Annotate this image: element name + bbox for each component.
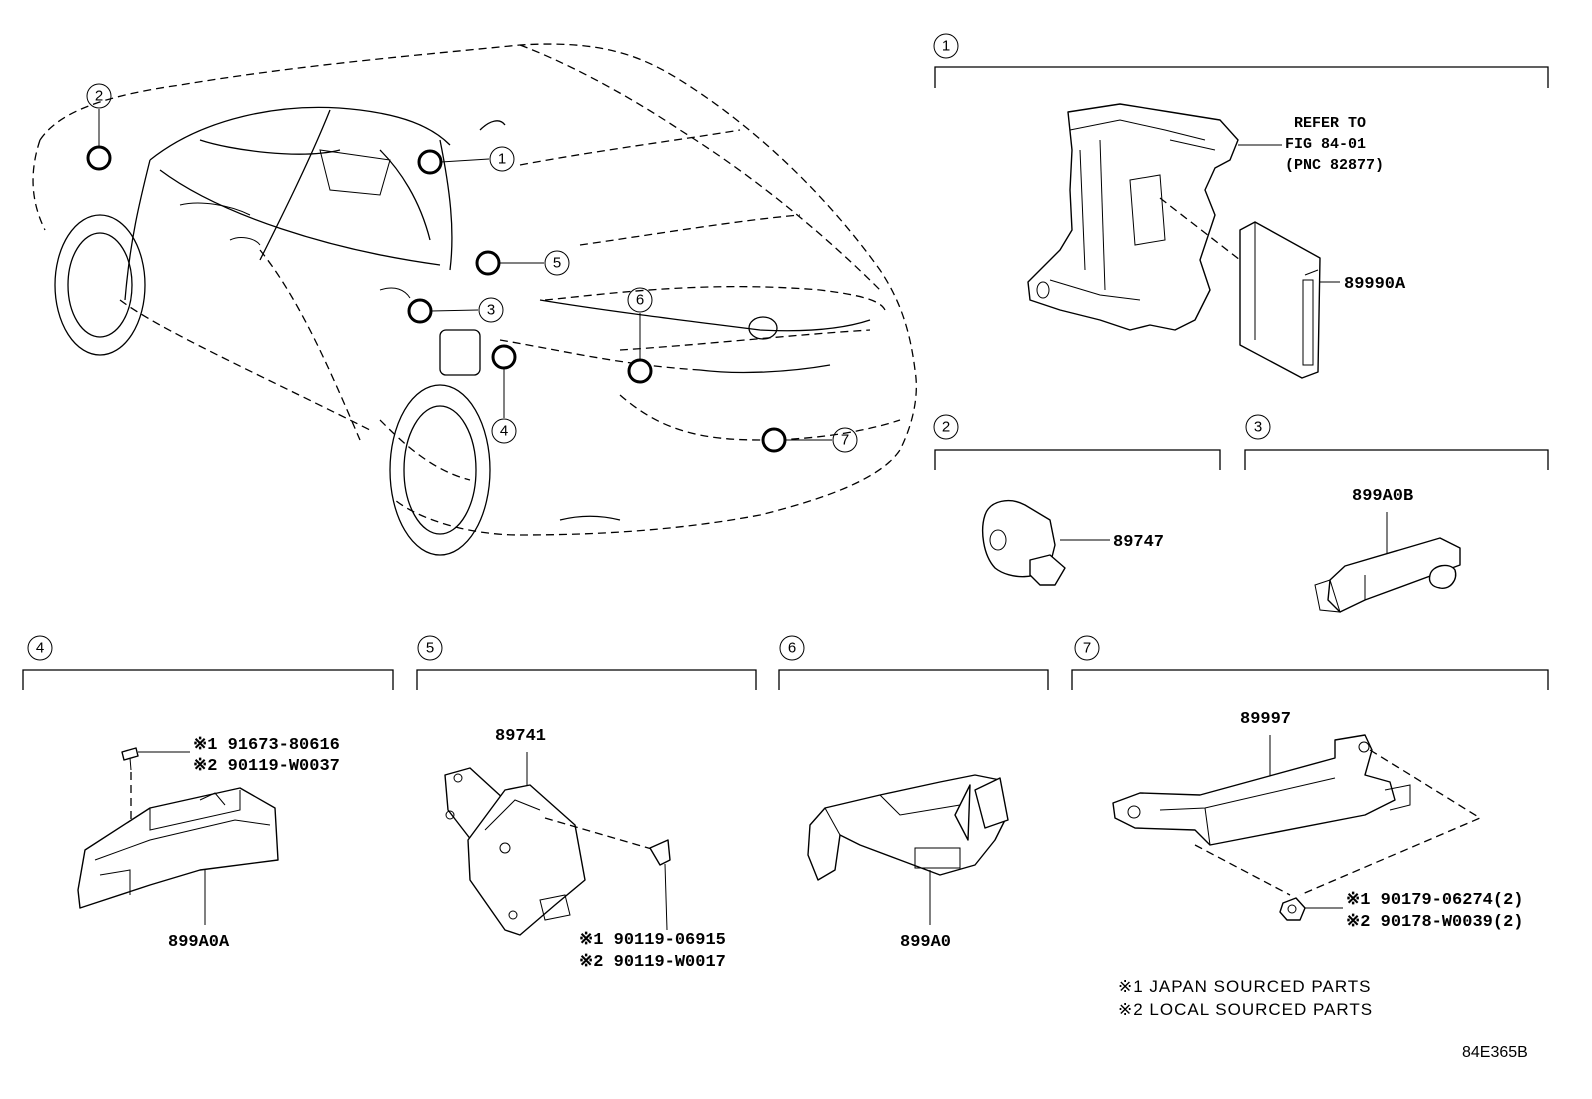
- figure-code: 84E365B: [1462, 1044, 1528, 1061]
- callout-number: 6: [636, 292, 644, 309]
- callout-bubble: [491, 418, 517, 444]
- part-number-899a0b: 899A0B: [1352, 487, 1413, 506]
- part-number-899a0a: 899A0A: [168, 933, 230, 952]
- callout-number: 2: [95, 88, 103, 105]
- antenna-899a0b: [1327, 537, 1461, 613]
- section-number: 7: [1083, 640, 1091, 657]
- callout-bubble: [489, 146, 515, 172]
- location-marker-1: [417, 149, 443, 175]
- refer-text-line2: FIG 84-01: [1285, 136, 1366, 153]
- callout-number: 1: [498, 151, 506, 168]
- section-number: 5: [426, 640, 434, 657]
- part-number-89747: 89747: [1113, 533, 1164, 552]
- location-marker-5: [475, 250, 501, 276]
- module-899a0a: [77, 787, 279, 909]
- section-number: 6: [788, 640, 796, 657]
- refer-text-line3: (PNC 82877): [1285, 157, 1384, 174]
- callout-number: 5: [553, 255, 561, 272]
- section-5: 5 89741 ※1 90119-06915 ※2 90119-W0017: [416, 635, 757, 972]
- section-6: 6 899A0: [778, 635, 1049, 952]
- section-7: 7 89997 ※1 90179-06274(2) ※2 90178-W0039…: [1071, 635, 1549, 932]
- location-marker-2: [86, 145, 112, 171]
- nut-icon: [1279, 897, 1306, 921]
- section-1: 1 REFER TO FIG 84-01 (PNC 82877) 89990A: [933, 33, 1549, 379]
- legend: ※1 JAPAN SOURCED PARTS ※2 LOCAL SOURCED …: [1118, 977, 1373, 1019]
- location-marker-3: [407, 298, 433, 324]
- callout-bubble: [627, 287, 653, 313]
- location-marker-4: [491, 344, 517, 370]
- bolt-number-2: ※2 90119-W0017: [579, 953, 726, 972]
- part-number-899a0: 899A0: [900, 933, 951, 952]
- ecu-89990a: [1239, 221, 1321, 379]
- section-2: 2 89747: [933, 414, 1221, 586]
- part-number-89741: 89741: [495, 727, 546, 746]
- location-markers: 2 1 5 3 4 6 7: [86, 83, 858, 453]
- callout-number: 4: [500, 423, 508, 440]
- antenna-89997: [1112, 734, 1396, 846]
- callout-bubble: [544, 250, 570, 276]
- legend-line-2: ※2 LOCAL SOURCED PARTS: [1118, 1000, 1373, 1019]
- callout-number: 7: [841, 432, 849, 449]
- callout-number: 3: [487, 302, 495, 319]
- bolt-number-2: ※2 90119-W0037: [193, 757, 340, 776]
- section-number: 1: [942, 38, 950, 55]
- part-number-89990a: 89990A: [1344, 275, 1406, 294]
- location-marker-7: [761, 427, 787, 453]
- section-number: 3: [1254, 419, 1262, 436]
- callout-bubble: [86, 83, 112, 109]
- part-number-89997: 89997: [1240, 710, 1291, 729]
- section-3: 3 899A0B: [1244, 414, 1549, 613]
- car-overview: [32, 43, 917, 556]
- bolt-icon: [121, 747, 139, 761]
- bolt-number-1: ※1 91673-80616: [193, 736, 340, 755]
- module-89741: [467, 784, 586, 936]
- legend-line-1: ※1 JAPAN SOURCED PARTS: [1118, 977, 1372, 996]
- bolt-number-1: ※1 90119-06915: [579, 931, 726, 950]
- callout-bubble: [478, 297, 504, 323]
- refer-text-line1: REFER TO: [1294, 115, 1366, 132]
- section-number: 4: [36, 640, 44, 657]
- location-marker-6: [627, 358, 653, 384]
- nut-number-2: ※2 90178-W0039(2): [1346, 913, 1523, 932]
- module-899a0: [807, 774, 1006, 881]
- callout-bubble: [832, 427, 858, 453]
- section-4: 4 ※1 91673-80616 ※2 90119-W0037 899A0A: [22, 635, 394, 952]
- bolt-icon: [649, 839, 671, 866]
- nut-number-1: ※1 90179-06274(2): [1346, 891, 1523, 910]
- section-number: 2: [942, 419, 950, 436]
